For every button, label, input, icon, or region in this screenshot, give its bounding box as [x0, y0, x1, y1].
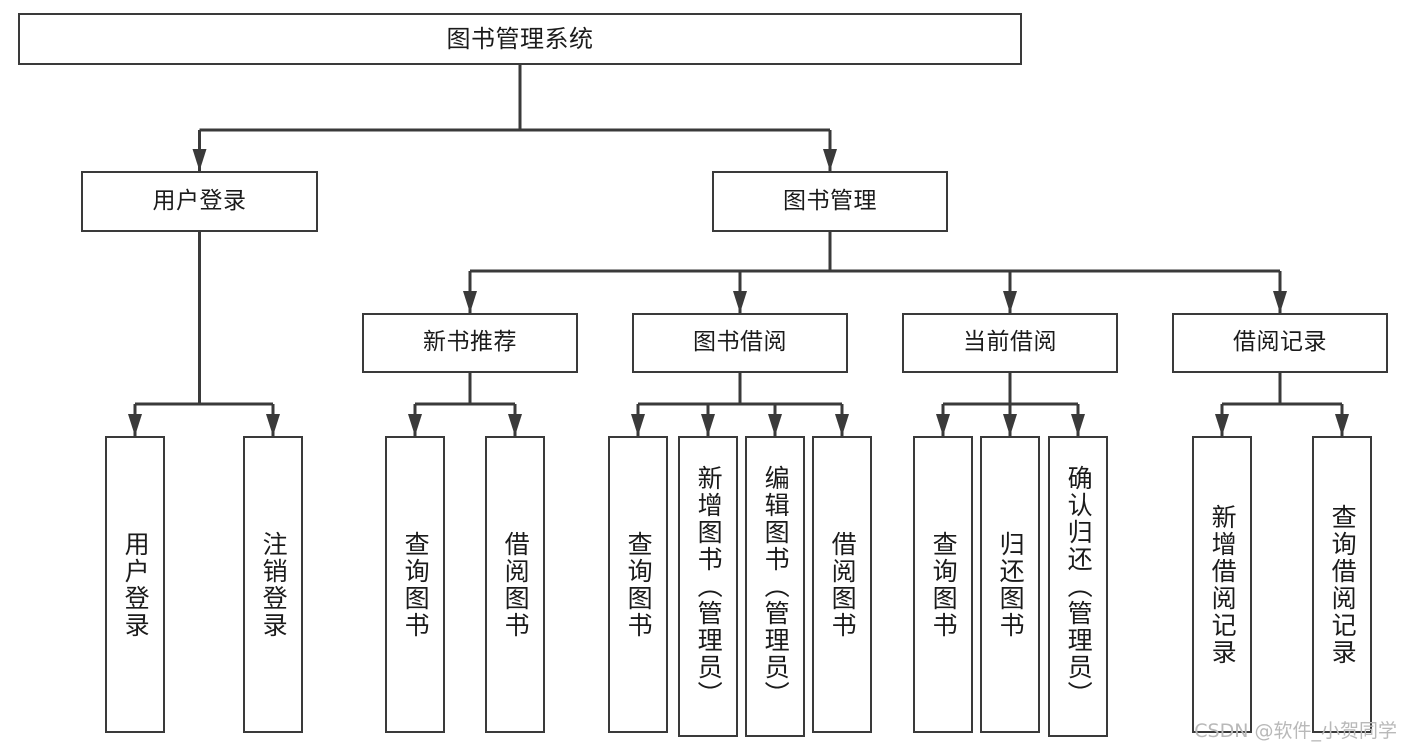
node-leaf-logout[interactable]: 注销登录	[243, 436, 303, 733]
arrowhead-icon	[1215, 414, 1229, 436]
node-label: 新书推荐	[423, 329, 517, 356]
arrowhead-icon	[192, 149, 207, 171]
node-label: 图书管理系统	[446, 24, 594, 53]
arrowhead-icon	[936, 414, 950, 436]
node-leaf-radd[interactable]: 新增借阅记录	[1192, 436, 1252, 733]
node-label: 编辑图书（管理员）	[761, 465, 791, 708]
arrowhead-icon	[1335, 414, 1349, 436]
arrowhead-icon	[823, 149, 837, 171]
node-label: 查询借阅记录	[1328, 503, 1358, 666]
node-label: 用户登录	[152, 187, 247, 214]
node-leaf-nb-borrow[interactable]: 借阅图书	[485, 436, 545, 733]
arrowhead-icon	[631, 414, 645, 436]
node-leaf-bq[interactable]: 查询图书	[608, 436, 668, 733]
arrowhead-icon	[408, 414, 422, 436]
node-leaf-bedit[interactable]: 编辑图书（管理员）	[745, 436, 805, 737]
node-label: 新增借阅记录	[1208, 503, 1238, 666]
node-leaf-cq[interactable]: 查询图书	[913, 436, 973, 733]
node-current[interactable]: 当前借阅	[902, 313, 1118, 373]
node-newbook[interactable]: 新书推荐	[362, 313, 578, 373]
node-label: 新增图书（管理员）	[694, 465, 724, 708]
node-root[interactable]: 图书管理系统	[18, 13, 1022, 65]
arrowhead-icon	[1003, 291, 1017, 313]
node-label: 借阅图书	[828, 530, 858, 639]
node-leaf-badd[interactable]: 新增图书（管理员）	[678, 436, 738, 737]
node-label: 图书借阅	[693, 329, 787, 356]
arrowhead-icon	[463, 291, 477, 313]
arrowhead-icon	[768, 414, 782, 436]
watermark-text: CSDN @软件_小贺同学	[1194, 720, 1397, 742]
arrowhead-icon	[835, 414, 849, 436]
node-label: 归还图书	[996, 530, 1026, 639]
node-label: 查询图书	[929, 530, 959, 639]
node-records[interactable]: 借阅记录	[1172, 313, 1388, 373]
arrowhead-icon	[266, 414, 280, 436]
node-leaf-bborrow[interactable]: 借阅图书	[812, 436, 872, 733]
node-leaf-cconfirm[interactable]: 确认归还（管理员）	[1048, 436, 1108, 737]
node-login[interactable]: 用户登录	[81, 171, 318, 232]
node-label: 查询图书	[624, 530, 654, 639]
node-leaf-rquery[interactable]: 查询借阅记录	[1312, 436, 1372, 733]
node-label: 借阅图书	[501, 530, 531, 639]
arrowhead-icon	[128, 414, 142, 436]
node-leaf-creturn[interactable]: 归还图书	[980, 436, 1040, 733]
node-borrow[interactable]: 图书借阅	[632, 313, 848, 373]
arrowhead-icon	[1003, 414, 1017, 436]
node-label: 图书管理	[783, 187, 877, 214]
node-bookmgmt[interactable]: 图书管理	[712, 171, 948, 232]
arrowhead-icon	[1071, 414, 1085, 436]
arrowhead-icon	[1273, 291, 1287, 313]
node-label: 借阅记录	[1233, 329, 1327, 356]
node-leaf-login[interactable]: 用户登录	[105, 436, 165, 733]
node-label: 当前借阅	[963, 329, 1057, 356]
arrowhead-icon	[701, 414, 715, 436]
node-label: 用户登录	[121, 530, 151, 639]
node-label: 注销登录	[259, 530, 289, 639]
node-label: 确认归还（管理员）	[1064, 465, 1094, 708]
node-leaf-nb-query[interactable]: 查询图书	[385, 436, 445, 733]
arrowhead-icon	[733, 291, 747, 313]
arrowhead-icon	[508, 414, 522, 436]
node-label: 查询图书	[401, 530, 431, 639]
